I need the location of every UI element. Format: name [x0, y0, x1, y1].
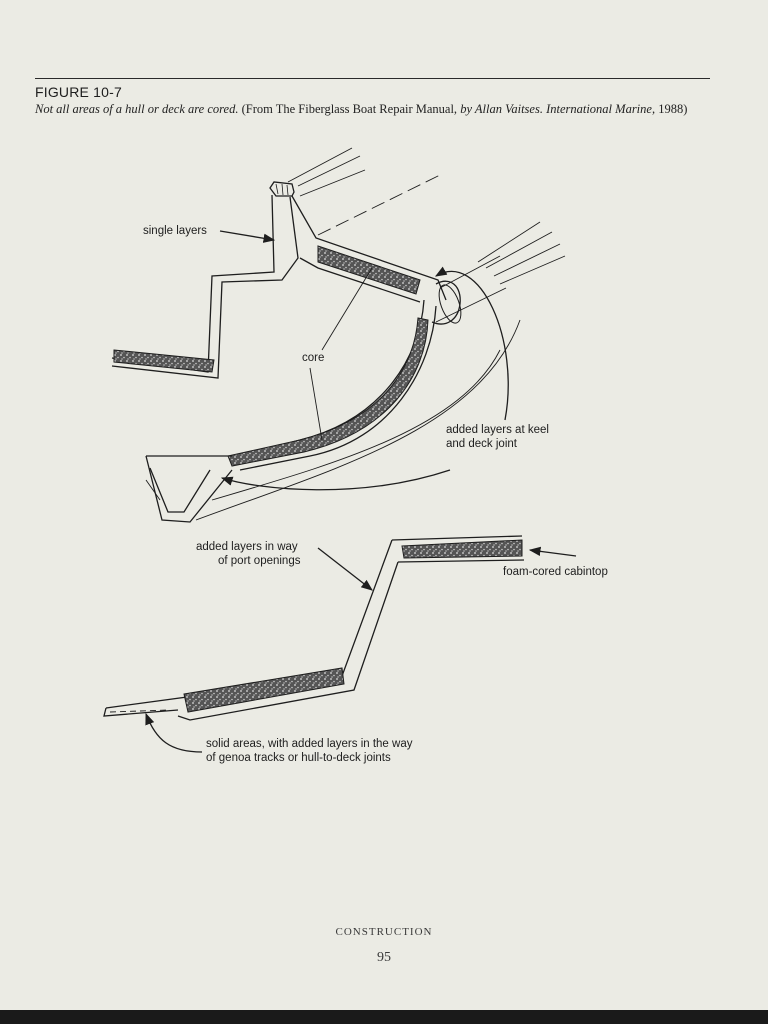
figure-caption: Not all areas of a hull or deck are core… [35, 101, 715, 118]
callout-solid-areas-1: solid areas, with added layers in the wa… [206, 738, 413, 750]
running-footer: Construction [335, 926, 433, 938]
header-rule [35, 78, 710, 79]
callout-single-layers: single layers [143, 225, 207, 237]
scan-edge [0, 1010, 768, 1024]
caption-italic-1: Not all areas of a hull or deck are core… [35, 102, 239, 116]
figure-label: FIGURE 10-7 [35, 84, 122, 100]
caption-roman-1: (From The Fiberglass Boat Repair Manual, [238, 102, 458, 116]
callout-port-openings-1: added layers in way [196, 541, 298, 553]
callout-keel-joint-1: added layers at keel [446, 424, 549, 436]
caption-italic-2: by Allan Vaitses. International Marine, [457, 102, 656, 116]
caption-roman-2: 1988) [655, 102, 688, 116]
lower-section-drawing [103, 535, 577, 753]
callout-solid-areas-2: of genoa tracks or hull-to-deck joints [206, 752, 391, 764]
page-number: 95 [377, 950, 391, 965]
callout-port-openings-2: of port openings [218, 555, 301, 567]
callout-core: core [302, 352, 325, 364]
callout-foam-cabintop: foam-cored cabintop [503, 566, 608, 578]
callout-keel-joint-2: and deck joint [446, 438, 517, 450]
upper-section-drawing [111, 147, 566, 523]
